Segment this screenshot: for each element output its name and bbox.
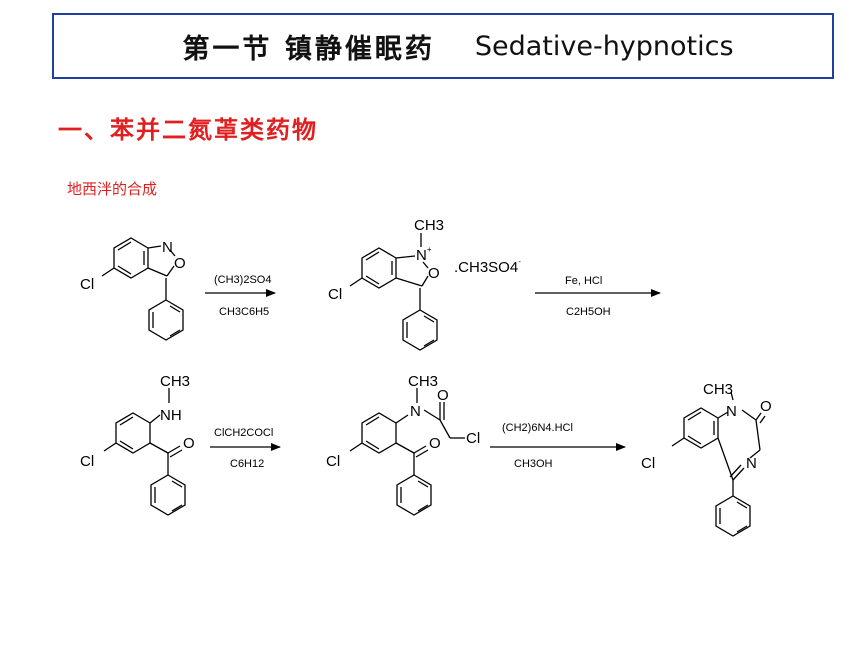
methyl-label: CH3 <box>160 373 190 390</box>
atom-n4: N <box>746 455 757 472</box>
methyl-label: CH3 <box>408 373 438 390</box>
atom-o: O <box>760 398 772 415</box>
methylsulfate-counterion: .CH3SO4- <box>454 257 521 276</box>
atom-cl: Cl <box>80 453 94 470</box>
step4-reagent-top: (CH2)6N4.HCl <box>502 422 573 434</box>
atom-o-amide: O <box>437 387 449 404</box>
atom-n-plus: N+ <box>416 245 432 264</box>
atom-o-ketone: O <box>429 435 441 452</box>
atom-cl: Cl <box>641 455 655 472</box>
section-subheading: 地西泮的合成 <box>67 180 158 198</box>
methyl-label: CH3 <box>414 217 444 234</box>
reaction-step-1: (CH3)2SO4 CH3C6H5 <box>205 274 276 318</box>
atom-o: O <box>183 435 195 452</box>
compound-benzisoxazole: N O Cl <box>80 237 186 341</box>
compound-methylamino-benzophenone: CH3 NH O Cl <box>80 373 195 516</box>
section-heading: 一、苯并二氮䓬类药物 <box>58 115 318 144</box>
atom-cl: Cl <box>80 276 94 293</box>
atom-o: O <box>428 265 440 282</box>
step1-reagent-top: (CH3)2SO4 <box>214 274 271 286</box>
step1-reagent-bottom: CH3C6H5 <box>219 306 269 318</box>
atom-nh: NH <box>160 407 182 424</box>
compound-diazepam: CH3 N O N Cl <box>641 381 772 537</box>
step2-reagent-bottom: C2H5OH <box>566 306 611 318</box>
atom-cl: Cl <box>326 453 340 470</box>
methyl-label: CH3 <box>703 381 733 398</box>
title-banner: 第一节 镇静催眠药 Sedative-hypnotics <box>52 13 834 79</box>
title-english: Sedative-hypnotics <box>474 30 734 62</box>
atom-cl: Cl <box>328 286 342 303</box>
reaction-step-3: ClCH2COCl C6H12 <box>210 427 281 470</box>
compound-chloroacetamide: CH3 N O Cl O Cl <box>326 373 480 516</box>
atom-n: N <box>162 239 173 256</box>
step4-reagent-bottom: CH3OH <box>514 458 553 470</box>
atom-o: O <box>174 255 186 272</box>
title-chinese: 第一节 镇静催眠药 <box>182 33 435 65</box>
step2-reagent-top: Fe, HCl <box>565 275 602 287</box>
compound-benzisoxazolium-salt: CH3 N+ O .CH3SO4- Cl <box>328 217 521 351</box>
atom-n1: N <box>726 403 737 420</box>
step3-reagent-top: ClCH2COCl <box>214 427 273 439</box>
reaction-step-2: Fe, HCl C2H5OH <box>535 275 661 318</box>
step3-reagent-bottom: C6H12 <box>230 458 264 470</box>
atom-n: N <box>410 403 421 420</box>
atom-cl-chloroacetyl: Cl <box>466 430 480 447</box>
reaction-step-4: (CH2)6N4.HCl CH3OH <box>490 422 626 470</box>
